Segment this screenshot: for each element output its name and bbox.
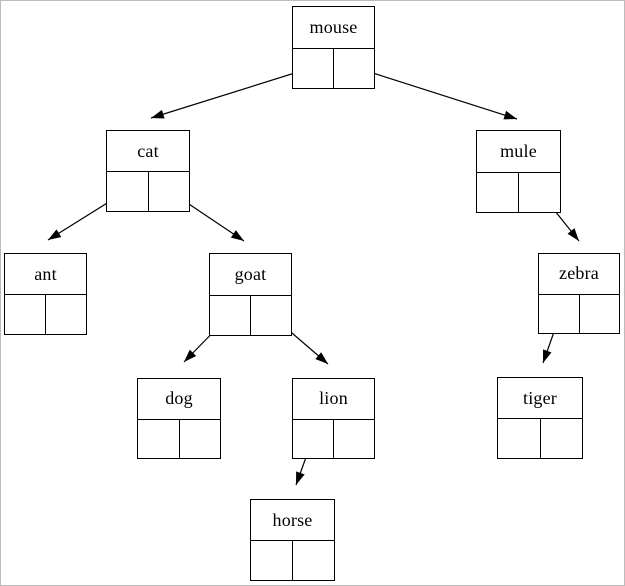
- node-dog: dog: [137, 378, 221, 459]
- node-zebra: zebra: [538, 253, 620, 334]
- node-tiger: tiger: [497, 377, 583, 459]
- left-pointer-cell: [477, 172, 519, 212]
- node-horse: horse: [250, 499, 335, 581]
- node-zebra-label: zebra: [539, 254, 619, 295]
- node-mule-pointer-cells: [477, 172, 560, 213]
- node-mouse-label: mouse: [293, 7, 374, 49]
- left-pointer-cell: [138, 419, 180, 458]
- right-pointer-cell: [580, 295, 620, 334]
- right-pointer-cell: [149, 172, 190, 211]
- node-mouse-pointer-cells: [293, 48, 374, 89]
- node-goat-label: goat: [210, 254, 291, 296]
- node-ant-label: ant: [5, 254, 86, 295]
- right-pointer-cell: [541, 419, 583, 458]
- right-pointer-cell: [519, 173, 560, 213]
- node-cat: cat: [106, 130, 190, 212]
- left-pointer-cell: [539, 294, 580, 333]
- node-dog-pointer-cells: [138, 419, 221, 459]
- node-lion-pointer-cells: [293, 419, 374, 459]
- node-goat: goat: [209, 253, 292, 336]
- edge-mouse-mule-arrow: [353, 66, 518, 120]
- node-horse-pointer-cells: [251, 541, 334, 580]
- left-pointer-cell: [293, 48, 334, 88]
- right-pointer-cell: [293, 541, 334, 580]
- left-pointer-cell: [251, 541, 293, 580]
- right-pointer-cell: [251, 296, 291, 336]
- node-mule: mule: [476, 130, 561, 213]
- left-pointer-cell: [5, 295, 46, 334]
- node-goat-pointer-cells: [210, 295, 291, 336]
- node-cat-pointer-cells: [107, 172, 189, 211]
- node-zebra-pointer-cells: [539, 294, 620, 334]
- node-lion-label: lion: [293, 379, 374, 420]
- left-pointer-cell: [293, 419, 334, 458]
- node-ant-pointer-cells: [5, 295, 86, 334]
- left-pointer-cell: [107, 172, 149, 211]
- node-cat-label: cat: [107, 131, 189, 172]
- right-pointer-cell: [180, 420, 221, 459]
- right-pointer-cell: [334, 49, 374, 89]
- node-mule-label: mule: [477, 131, 560, 173]
- node-tiger-label: tiger: [498, 378, 582, 419]
- node-mouse: mouse: [292, 6, 375, 89]
- node-ant: ant: [4, 253, 87, 335]
- right-pointer-cell: [46, 295, 86, 334]
- node-horse-label: horse: [251, 500, 334, 541]
- node-lion: lion: [292, 378, 375, 459]
- node-dog-label: dog: [138, 379, 220, 420]
- node-tiger-pointer-cells: [498, 419, 582, 458]
- right-pointer-cell: [334, 420, 374, 459]
- left-pointer-cell: [210, 295, 251, 335]
- left-pointer-cell: [498, 419, 541, 458]
- edge-mouse-cat-arrow: [150, 66, 315, 119]
